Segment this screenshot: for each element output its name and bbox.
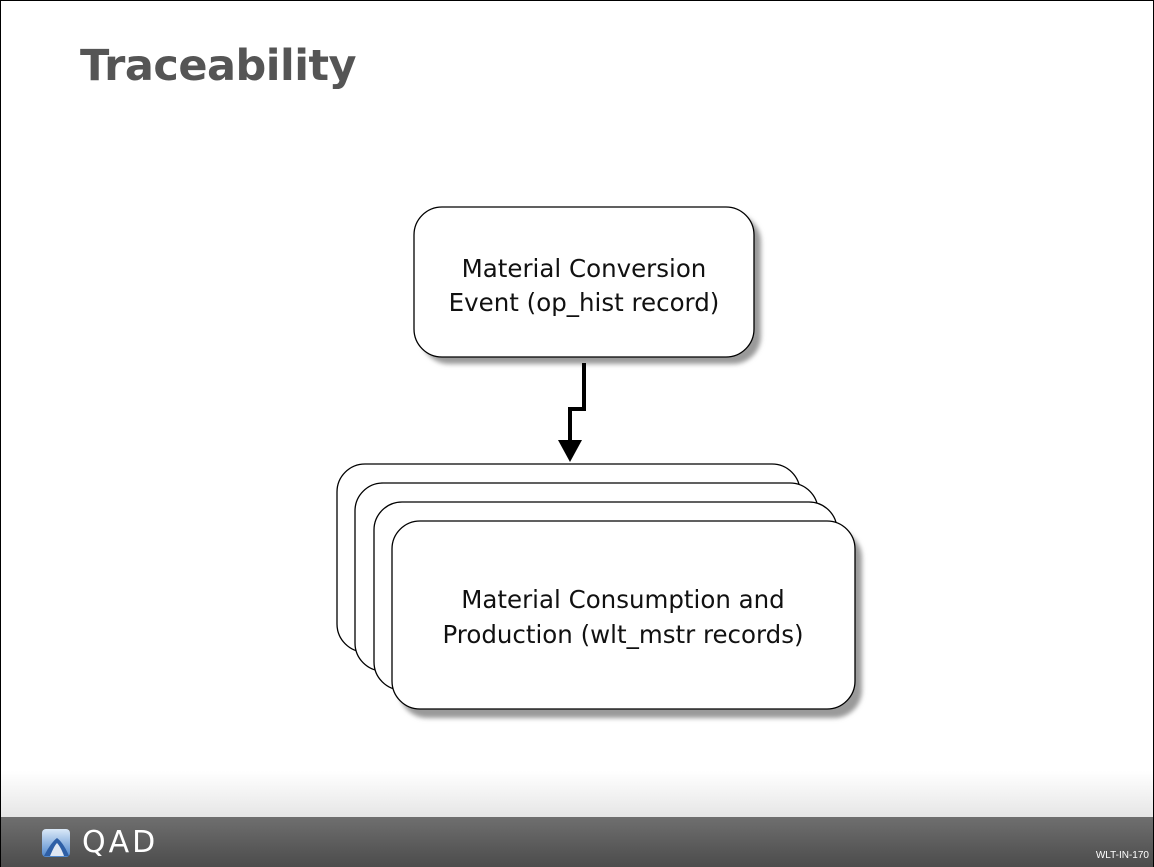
top-box-label-line-1: Material Conversion [462, 254, 707, 283]
footer-bar: QAD WLT-IN-170 [1, 817, 1153, 867]
connector-line [568, 363, 586, 441]
footer-gradient [1, 771, 1153, 817]
connector-arrow [558, 363, 586, 462]
bottom-box-label-line-2: Production (wlt_mstr records) [442, 620, 803, 649]
logo-text: QAD [82, 825, 159, 860]
qad-logo-icon [42, 829, 70, 857]
bottom-box-label-line-1: Material Consumption and [461, 585, 784, 614]
slide-code: WLT-IN-170 [1095, 850, 1149, 861]
slide-title: Traceability [80, 41, 357, 91]
bottom-box-stack: Material Consumption and Production (wlt… [336, 463, 862, 718]
top-box: Material Conversion Event (op_hist recor… [413, 206, 761, 364]
arrowhead-icon [558, 440, 582, 462]
top-box-label-line-2: Event (op_hist record) [449, 288, 720, 317]
bottom-box-frame [391, 520, 856, 710]
flow-diagram: Material Conversion Event (op_hist recor… [336, 206, 862, 718]
qad-logo: QAD [41, 824, 158, 862]
top-box-frame [413, 206, 755, 358]
